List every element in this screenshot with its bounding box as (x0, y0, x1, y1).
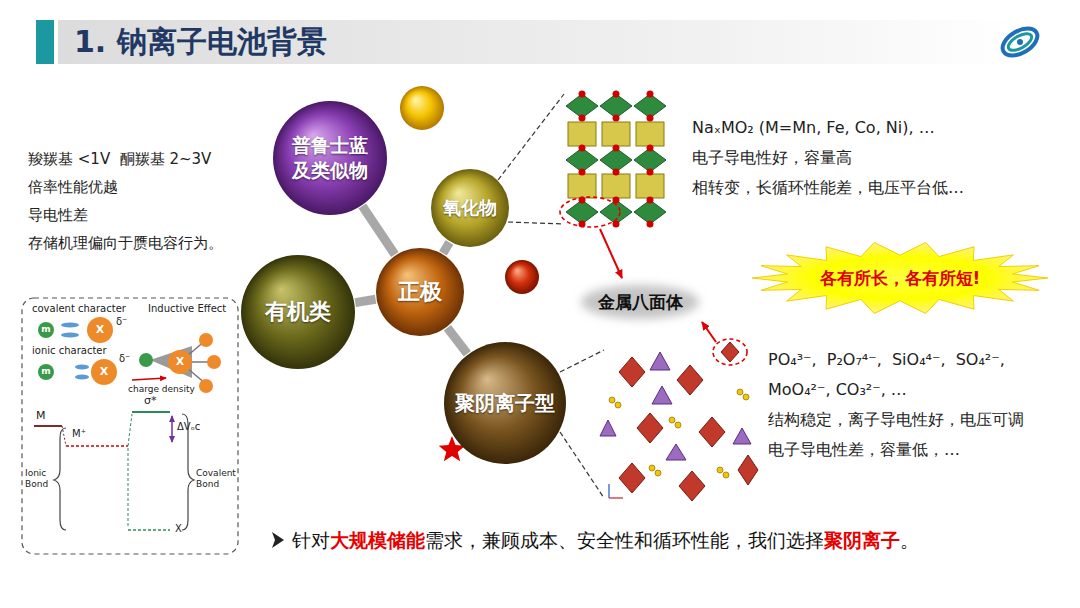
sphere-fill (376, 248, 464, 336)
conclusion-text: 大规模储能 (330, 529, 425, 551)
sphere-fill (431, 169, 509, 247)
conclusion-text: 聚阴离子 (824, 529, 900, 551)
node-label: 氧化物 (443, 196, 497, 219)
figure-label: δ⁻ (119, 353, 130, 366)
body-text: 倍率性能优越 (28, 178, 118, 197)
node-label: 正极 (398, 278, 442, 307)
slide-title: 1. 钠离子电池背景 (74, 20, 327, 64)
figure-label: X (175, 523, 182, 536)
body-text: 结构稳定，离子导电性好，电压可调 (768, 410, 1024, 430)
formula-text: MoO₄²⁻, CO₃²⁻, … (768, 380, 907, 400)
atom-label: X (100, 365, 108, 379)
figure-label: ionic character (32, 345, 107, 358)
figure-label: Ionic Bond (25, 468, 55, 490)
figure-label: M (36, 409, 46, 423)
body-text: 相转变，长循环性能差，电压平台低… (692, 178, 964, 198)
connector-stick (447, 328, 467, 354)
figure-label: δ⁻ (116, 316, 127, 329)
formula-text: PO₄³⁻, P₂O₇⁴⁻, SiO₄⁴⁻, SO₄²⁻, (768, 350, 1005, 370)
conclusion-text: 针对 (292, 529, 330, 551)
sphere-fill (273, 101, 387, 215)
figure-label: Inductive Effect (148, 303, 226, 316)
body-text: 导电性差 (28, 206, 88, 225)
formula-text: NaₓMO₂ (M=Mn, Fe, Co, Ni), … (692, 118, 935, 138)
atom-label: m (41, 324, 50, 335)
conclusion-text: 。 (900, 529, 919, 551)
node-label: 聚阴离子型 (455, 390, 555, 416)
sphere-fill (444, 342, 566, 464)
node-shape (272, 100, 388, 216)
figure-label: Covalent Bond (196, 468, 236, 490)
category-sphere: 氧化物 (430, 168, 510, 248)
atom-label: X (176, 355, 184, 369)
figure-label: ΔVₒc (177, 421, 200, 434)
figure-label: M⁺ (72, 428, 86, 441)
sphere-fill (241, 255, 355, 369)
body-text: 电子导电性差，容量低，… (768, 440, 960, 460)
atom-label: X (96, 323, 104, 337)
node-label: 有机类 (265, 298, 331, 327)
highlight-blob: 金属八面体 (575, 280, 705, 324)
cathode-sphere: 正极 (375, 247, 465, 337)
figure-label: covalent character (32, 303, 126, 316)
node-label: 普鲁士蓝及类似物 (290, 133, 370, 182)
connector-stick (443, 242, 450, 253)
connector-stick (362, 206, 395, 255)
blob-fill (581, 285, 699, 319)
body-text: 电子导电性好，容量高 (692, 148, 852, 168)
figure-label: σ* (144, 394, 156, 408)
body-text: 存储机理偏向于赝电容行为。 (28, 234, 223, 253)
conclusion-line: 针对大规模储能需求，兼顾成本、安全性和循环性能，我们选择聚阴离子。 (292, 527, 919, 553)
atom-label: m (41, 366, 50, 377)
figure-label: charge density (128, 384, 195, 395)
category-sphere: 普鲁士蓝及类似物 (272, 100, 388, 216)
starburst-fill (752, 243, 1048, 314)
node-label: 金属八面体 (598, 291, 683, 313)
connector-stick (355, 299, 375, 302)
conclusion-text: 需求，兼顾成本、安全性和循环性能，我们选择 (425, 529, 824, 551)
category-sphere: 聚阴离子型 (443, 341, 567, 465)
category-sphere: 有机类 (240, 254, 356, 370)
callout-starburst: 各有所长，各有所短! (750, 240, 1050, 316)
body-text: 羧羰基 <1V 酮羰基 2~3V (28, 150, 211, 169)
node-label: 各有所长，各有所短! (820, 267, 981, 289)
